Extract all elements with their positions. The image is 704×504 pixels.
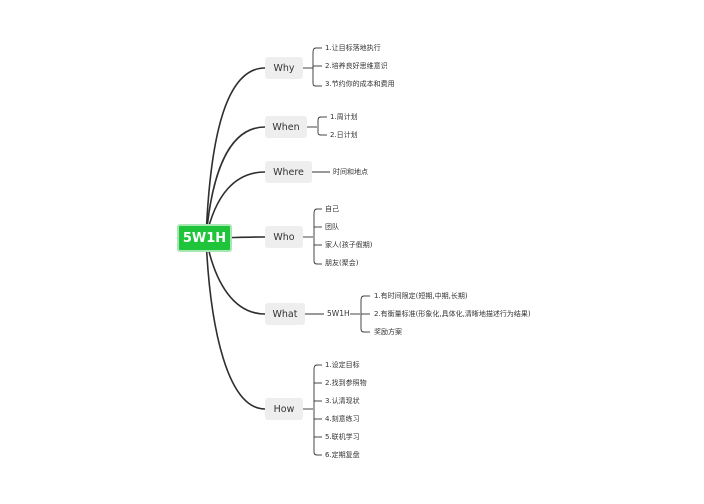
branch-what[interactable]: What [265,303,305,325]
how-item-1[interactable]: 1.设定目标 [325,361,360,369]
where-item-1[interactable]: 时间和地点 [333,168,368,176]
when-item-1[interactable]: 1.周计划 [330,113,358,121]
why-item-3[interactable]: 3.节约你的成本和费用 [325,80,395,88]
why-item-2[interactable]: 2.培养良好思维意识 [325,62,388,70]
branch-where[interactable]: Where [265,161,312,183]
when-item-2[interactable]: 2.日计划 [330,131,358,139]
who-item-4[interactable]: 朋友(聚会) [325,259,359,267]
who-item-2[interactable]: 团队 [325,223,339,231]
how-item-6[interactable]: 6.定期复盘 [325,451,360,459]
how-item-4[interactable]: 4.刻意练习 [325,415,360,423]
who-item-1[interactable]: 自己 [325,205,339,213]
how-item-2[interactable]: 2.找到参照物 [325,379,367,387]
branch-who[interactable]: Who [265,226,303,248]
what-item-3[interactable]: 奖励方案 [374,328,402,336]
what-item-1[interactable]: 1.有时间限定(短期,中期,长期) [374,292,468,300]
how-item-5[interactable]: 5.联机学习 [325,433,360,441]
branch-when[interactable]: When [265,116,307,138]
branch-how[interactable]: How [265,398,303,420]
root-node[interactable]: 5W1H [177,224,232,252]
how-item-3[interactable]: 3.认清现状 [325,397,360,405]
who-item-3[interactable]: 家人(孩子假期) [325,241,373,249]
branch-why[interactable]: Why [265,57,303,79]
what-item-2[interactable]: 2.有衡量标准(形象化,具体化,清晰地描述行为结果) [374,310,531,318]
what-subnode[interactable]: 5W1H [327,309,350,318]
why-item-1[interactable]: 1.让目标落地执行 [325,44,381,52]
